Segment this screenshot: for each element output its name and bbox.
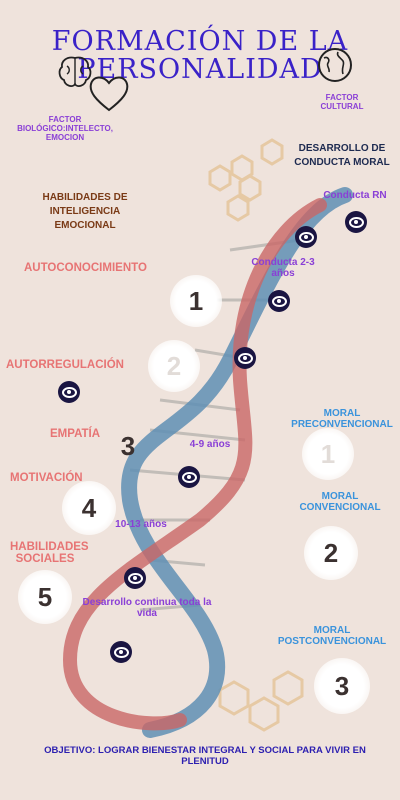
title-line-2: PERSONALIDAD (77, 54, 323, 85)
habilidad-autorregulacion: AUTORREGULACIÓN (6, 359, 124, 371)
stage-2-3: Conducta 2-3 años (251, 257, 315, 279)
stage-vida: Desarrollo continua toda la vida (82, 597, 212, 619)
moral-convencional: MORAL CONVENCIONAL (299, 491, 381, 513)
hexagon-decoration (208, 138, 304, 732)
brain-icon (58, 56, 92, 87)
habilidad-sociales: HABILIDADES SOCIALES (10, 541, 89, 565)
title-line-1: FORMACIÓN DE LA (51, 26, 349, 57)
eye-icon (58, 381, 80, 403)
stage-rn: Conducta RN (323, 190, 387, 201)
habilidad-empatia: EMPATÍA (50, 428, 101, 440)
habilidad-number-3: 3 (120, 430, 136, 461)
habilidad-number-2: 2 (148, 340, 200, 392)
globe-icon (318, 48, 352, 82)
moral-preconvencional: MORAL PRECONVENCIONAL (291, 408, 393, 430)
habilidad-autoconocimiento: AUTOCONOCIMIENTO (24, 262, 147, 274)
moral-number-2: 2 (304, 526, 358, 580)
heart-icon (89, 76, 129, 112)
stage-4-9: 4-9 años (189, 439, 231, 450)
habilidad-number-1: 1 (170, 275, 222, 327)
habilidades-header: HABILIDADES DE INTELIGENCIA EMOCIONAL (42, 192, 128, 231)
eye-icon (178, 466, 200, 488)
stage-10-13: 10-13 años (115, 519, 167, 530)
eye-icon (268, 290, 290, 312)
habilidad-number-5: 5 (18, 570, 72, 624)
eye-icon (124, 567, 146, 589)
eye-icon (110, 641, 132, 663)
moral-header: DESARROLLO DE CONDUCTA MORAL (294, 143, 390, 168)
habilidad-number-4: 4 (62, 481, 116, 535)
moral-postconvencional: MORAL POSTCONVENCIONAL (277, 625, 387, 647)
eye-icon (345, 211, 367, 233)
objetivo-text: OBJETIVO: LOGRAR BIENESTAR INTEGRAL Y SO… (44, 745, 366, 767)
habilidad-motivacion: MOTIVACIÓN (10, 472, 83, 484)
moral-number-1: 1 (302, 428, 354, 480)
factor-biologico: FACTOR BIOLÓGICO:INTELECTO, EMOCION (17, 115, 113, 142)
page-title: FORMACIÓN DE LA PERSONALIDAD (0, 28, 400, 84)
eye-icon (295, 226, 317, 248)
moral-number-3: 3 (314, 658, 370, 714)
factor-cultural: FACTOR CULTURAL (320, 93, 364, 111)
eye-icon (234, 347, 256, 369)
